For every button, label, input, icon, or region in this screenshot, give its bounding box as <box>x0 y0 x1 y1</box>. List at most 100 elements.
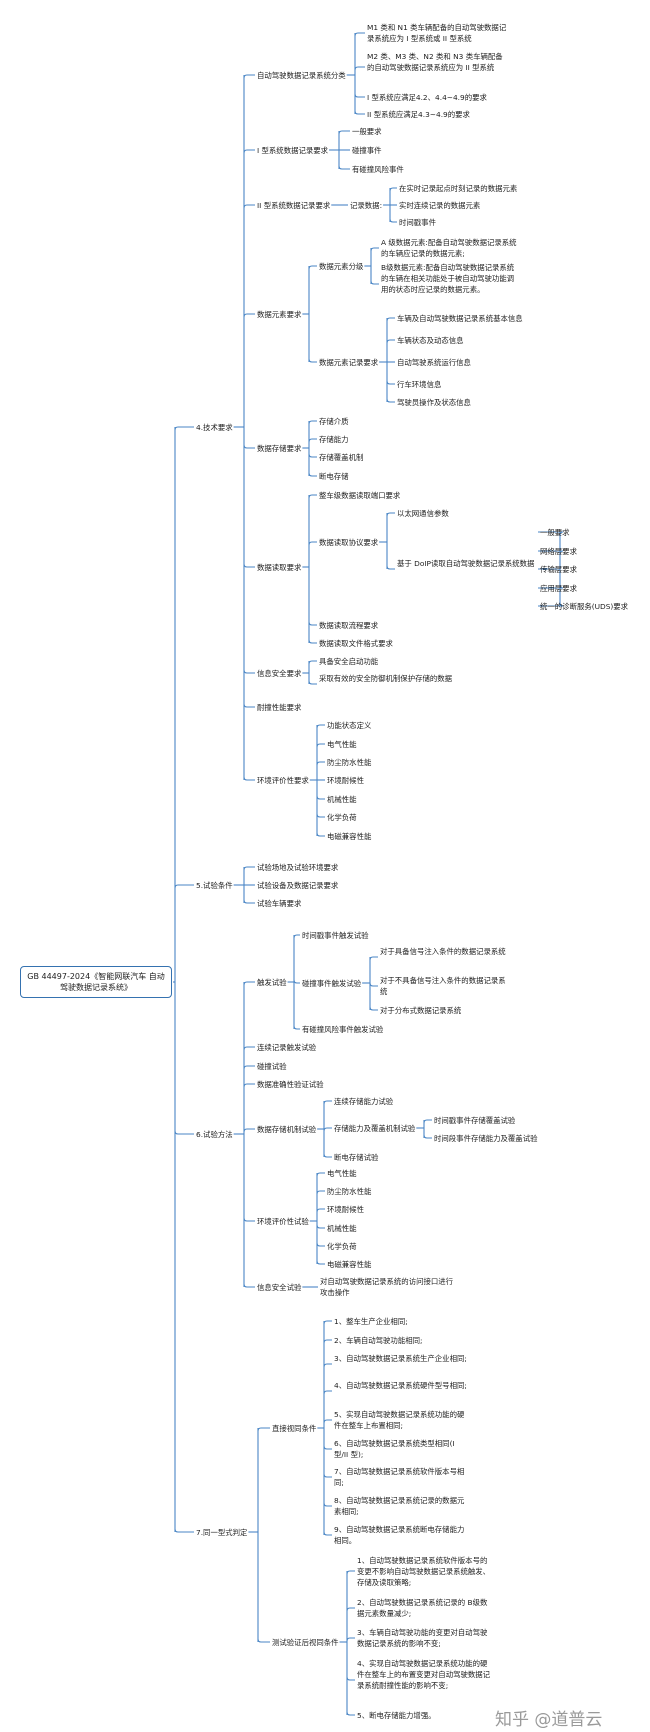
leaf-vehicle-state[interactable]: 车辆状态及动态信息 <box>397 335 464 345</box>
leaf-collision-risk-event[interactable]: 有碰撞风险事件 <box>352 164 404 174</box>
node-doip-read[interactable]: 基于 DoIP读取自动驾驶数据记录系统数据 <box>397 559 535 568</box>
leaf-cls-type2[interactable]: II 型系统应满足4.3~4.9的要求 <box>367 109 470 119</box>
leaf-read-port[interactable]: 整车级数据读取端口要求 <box>319 490 401 500</box>
leaf-secure-boot[interactable]: 具备安全启动功能 <box>319 656 379 666</box>
leaf-continuous-storage-test[interactable]: 连续存储能力试验 <box>334 1096 394 1106</box>
leaf-test-weathering[interactable]: 环境耐候性 <box>327 1204 364 1214</box>
leaf-weathering[interactable]: 环境耐候性 <box>327 775 364 785</box>
leaf-continuous-trigger[interactable]: 连续记录触发试验 <box>257 1042 317 1052</box>
node-data-element-req[interactable]: 数据元素要求 <box>257 309 302 319</box>
leaf-direct-2[interactable]: 2、车辆自动驾驶功能相同; <box>334 1335 423 1345</box>
leaf-test-mechanical[interactable]: 机械性能 <box>327 1223 357 1233</box>
node-data-read-req[interactable]: 数据读取要求 <box>257 562 302 572</box>
node-system-classification[interactable]: 自动驾驶数据记录系统分类 <box>257 70 346 80</box>
leaf-application-layer[interactable]: 应用层要求 <box>540 583 577 593</box>
node-collision-trigger[interactable]: 碰撞事件触发试验 <box>302 978 362 988</box>
leaf-with-signal-injection[interactable]: 对于具备信号注入条件的数据记录系统 <box>380 947 506 956</box>
leaf-test-emc[interactable]: 电磁兼容性能 <box>327 1259 372 1269</box>
leaf-cls-m2-m3[interactable]: M2 类、M3 类、N2 类和 N3 类车辆配备的自动驾驶数据记录系统应为 II… <box>367 51 503 72</box>
leaf-test-chemical[interactable]: 化学负荷 <box>327 1241 357 1251</box>
leaf-direct-9[interactable]: 9、自动驾驶数据记录系统断电存储能力相同。 <box>334 1525 465 1545</box>
leaf-without-signal-injection[interactable]: 对于不具备信号注入条件的数据记录系统 <box>380 976 506 996</box>
node-storage-test[interactable]: 数据存储机制试验 <box>257 1124 317 1134</box>
node-element-record-req[interactable]: 数据元素记录要求 <box>319 357 379 367</box>
leaf-basic-info[interactable]: 车辆及自动驾驶数据记录系统基本信息 <box>397 313 523 323</box>
leaf-dust-water[interactable]: 防尘防水性能 <box>327 757 372 767</box>
node-type1-recording[interactable]: I 型系统数据记录要求 <box>257 145 329 155</box>
leaf-direct-5[interactable]: 5、实现自动驾驶数据记录系统功能的硬件在整车上布置相同; <box>334 1410 465 1430</box>
node-security-test[interactable]: 信息安全试验 <box>257 1282 302 1292</box>
section-6-test-methods[interactable]: 6.试验方法 <box>196 1129 233 1139</box>
leaf-test-site[interactable]: 试验场地及试验环境要求 <box>257 862 339 872</box>
leaf-direct-6[interactable]: 6、自动驾驶数据记录系统类型相同(I 型/II 型); <box>334 1439 455 1459</box>
leaf-test-1[interactable]: 1、自动驾驶数据记录系统软件版本号的变更不影响自动驾驶数据记录系统触发、存储及读… <box>357 1555 491 1587</box>
node-type2-recording[interactable]: II 型系统数据记录要求 <box>257 200 331 210</box>
leaf-grade-a[interactable]: A 级数据元素:配备自动驾驶数据记录系统的车辆应记录的数据元素; <box>381 238 517 258</box>
leaf-direct-8[interactable]: 8、自动驾驶数据记录系统记录的数据元素相同; <box>334 1496 465 1516</box>
leaf-overwrite-mechanism[interactable]: 存储覆盖机制 <box>319 452 364 462</box>
section-4-tech-requirements[interactable]: 4.技术要求 <box>196 422 233 432</box>
leaf-test-5[interactable]: 5、断电存储能力增强。 <box>357 1710 436 1720</box>
leaf-read-file-format[interactable]: 数据读取文件格式要求 <box>319 638 393 648</box>
root-node[interactable]: GB 44497-2024《智能网联汽车 自动 驾驶数据记录系统》 <box>20 966 172 998</box>
leaf-direct-7[interactable]: 7、自动驾驶数据记录系统软件版本号相同; <box>334 1467 465 1487</box>
leaf-distributed-system[interactable]: 对于分布式数据记录系统 <box>380 1005 462 1015</box>
leaf-direct-4[interactable]: 4、自动驾驶数据记录系统硬件型号相同; <box>334 1381 467 1390</box>
section-5-test-conditions[interactable]: 5.试验条件 <box>196 880 233 890</box>
leaf-interface-attack[interactable]: 对自动驾驶数据记录系统的访问接口进行攻击操作 <box>320 1277 454 1297</box>
node-crash-durability[interactable]: 耐撞性能要求 <box>257 702 302 712</box>
leaf-doip-general[interactable]: 一般要求 <box>540 527 570 537</box>
leaf-test-4[interactable]: 4、实现自动驾驶数据记录系统功能的硬件在整车上的布置变更对自动驾驶数据记录系统耐… <box>357 1659 491 1690</box>
leaf-cls-m1-n1[interactable]: M1 类和 N1 类车辆配备的自动驾驶数据记录系统应为 I 型系统或 II 型系… <box>367 23 507 43</box>
node-direct-equivalence[interactable]: 直接视同条件 <box>272 1423 317 1433</box>
node-capacity-overwrite-test[interactable]: 存储能力及覆盖机制试验 <box>334 1123 416 1133</box>
node-test-equivalence[interactable]: 测试验证后视同条件 <box>272 1637 339 1647</box>
leaf-grade-b[interactable]: B级数据元素:配备自动驾驶数据记录系统的车辆在相关功能处于被自动驾驶功能调用的状… <box>381 263 515 294</box>
node-element-grading[interactable]: 数据元素分级 <box>319 261 364 271</box>
leaf-continuous-elements[interactable]: 实时连续记录的数据元素 <box>399 200 481 210</box>
leaf-driver-operation[interactable]: 驾驶员操作及状态信息 <box>397 397 471 407</box>
leaf-ethernet-params[interactable]: 以太网通信参数 <box>397 508 449 518</box>
leaf-period-overwrite[interactable]: 时间段事件存储能力及覆盖试验 <box>434 1133 538 1143</box>
leaf-test-electrical[interactable]: 电气性能 <box>327 1168 357 1178</box>
leaf-general-req[interactable]: 一般要求 <box>352 126 382 136</box>
leaf-read-process[interactable]: 数据读取流程要求 <box>319 620 379 630</box>
leaf-storage-medium[interactable]: 存储介质 <box>319 416 349 426</box>
leaf-chemical[interactable]: 化学负荷 <box>327 812 357 822</box>
leaf-ads-operation[interactable]: 自动驾驶系统运行信息 <box>397 357 471 367</box>
leaf-transport-layer[interactable]: 传输层要求 <box>540 564 577 574</box>
leaf-defense-mechanism[interactable]: 采取有效的安全防御机制保护存储的数据 <box>319 674 453 683</box>
leaf-power-off-test[interactable]: 断电存储试验 <box>334 1152 379 1162</box>
node-recorded-data[interactable]: 记录数据: <box>350 200 383 210</box>
leaf-test-equipment[interactable]: 试验设备及数据记录要求 <box>257 880 339 890</box>
leaf-mechanical[interactable]: 机械性能 <box>327 794 357 804</box>
leaf-crash-test[interactable]: 碰撞试验 <box>257 1061 287 1071</box>
leaf-storage-capacity[interactable]: 存储能力 <box>319 434 349 444</box>
leaf-network-layer[interactable]: 网络层要求 <box>540 546 577 556</box>
node-env-evaluation-req[interactable]: 环境评价性要求 <box>257 775 309 785</box>
section-7-same-type[interactable]: 7.同一型式判定 <box>196 1527 248 1537</box>
leaf-electrical[interactable]: 电气性能 <box>327 739 357 749</box>
leaf-emc[interactable]: 电磁兼容性能 <box>327 831 372 841</box>
leaf-cls-type1[interactable]: I 型系统应满足4.2、4.4~4.9的要求 <box>367 92 487 102</box>
leaf-test-3[interactable]: 3、车辆自动驾驶功能的变更对自动驾驶数据记录系统的影响不变; <box>357 1628 488 1648</box>
leaf-collision-event[interactable]: 碰撞事件 <box>352 145 382 155</box>
leaf-collision-risk-trigger[interactable]: 有碰撞风险事件触发试验 <box>302 1024 384 1034</box>
node-data-storage-req[interactable]: 数据存储要求 <box>257 443 302 453</box>
leaf-function-state[interactable]: 功能状态定义 <box>327 720 372 730</box>
node-env-evaluation-test[interactable]: 环境评价性试验 <box>257 1216 309 1226</box>
leaf-test-vehicle[interactable]: 试验车辆要求 <box>257 898 302 908</box>
leaf-driving-env[interactable]: 行车环境信息 <box>397 379 442 389</box>
leaf-timestamp-overwrite[interactable]: 时间戳事件存储覆盖试验 <box>434 1115 516 1125</box>
leaf-test-dust-water[interactable]: 防尘防水性能 <box>327 1186 372 1196</box>
node-info-security-req[interactable]: 信息安全要求 <box>257 668 302 678</box>
leaf-power-off-storage[interactable]: 断电存储 <box>319 471 349 481</box>
node-read-protocol[interactable]: 数据读取协议要求 <box>319 537 379 547</box>
leaf-accuracy-test[interactable]: 数据准确性验证试验 <box>257 1079 324 1089</box>
leaf-timestamp-events[interactable]: 时间戳事件 <box>399 217 436 227</box>
node-trigger-test[interactable]: 触发试验 <box>257 977 287 987</box>
leaf-start-point-elements[interactable]: 在实时记录起点时刻记录的数据元素 <box>399 183 518 193</box>
leaf-direct-3[interactable]: 3、自动驾驶数据记录系统生产企业相同; <box>334 1354 467 1363</box>
leaf-timestamp-trigger[interactable]: 时间戳事件触发试验 <box>302 930 369 940</box>
leaf-test-2[interactable]: 2、自动驾驶数据记录系统记录的 B级数据元素数量减少; <box>357 1598 488 1618</box>
